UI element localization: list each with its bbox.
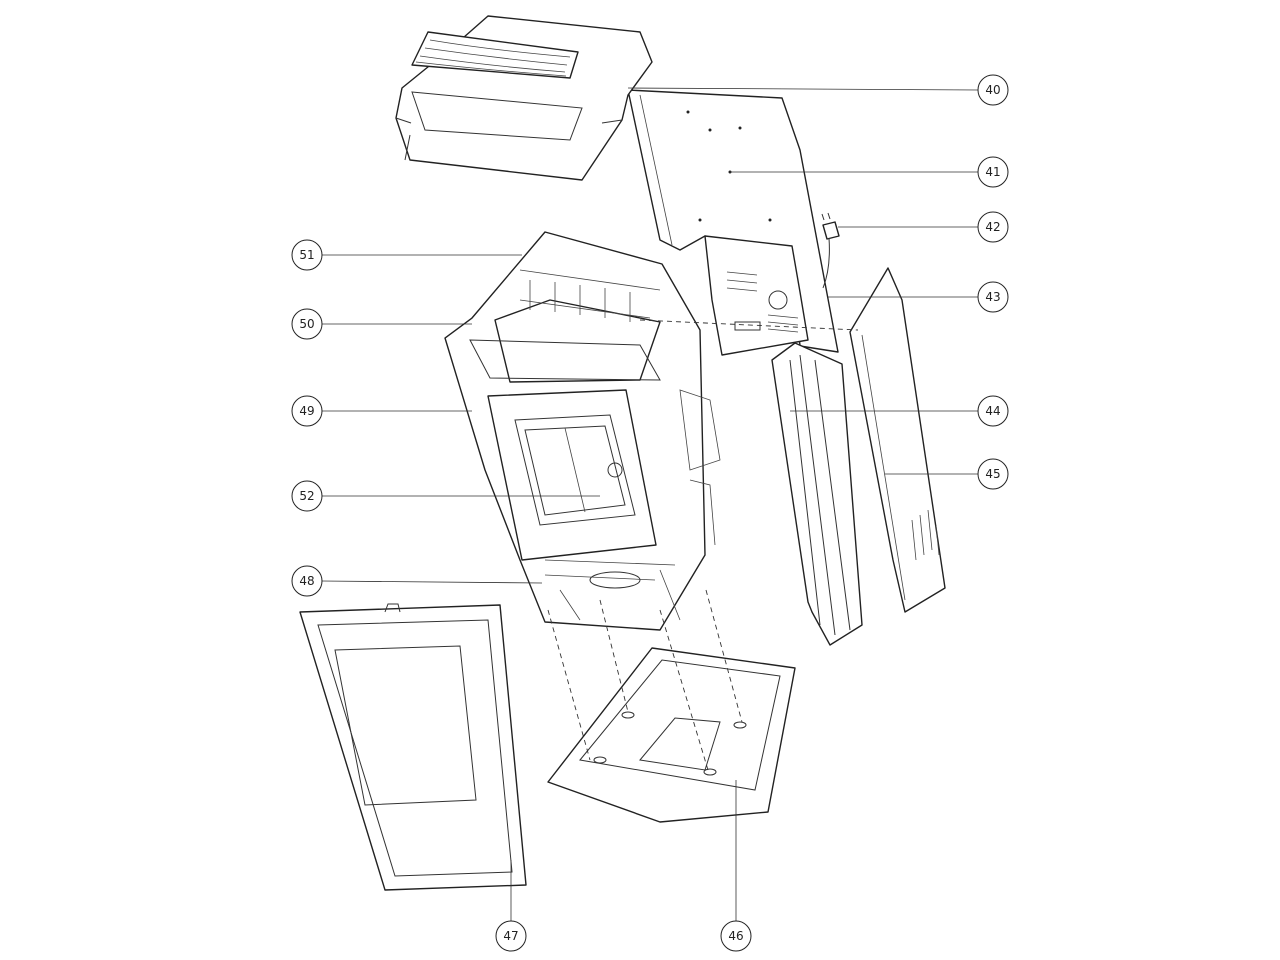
callout-45: 45 (977, 458, 1009, 490)
right-side-panel (849, 267, 946, 613)
svg-text:49: 49 (299, 404, 314, 418)
callout-41: 41 (977, 156, 1009, 188)
svg-text:47: 47 (503, 929, 518, 943)
svg-text:51: 51 (299, 248, 314, 262)
svg-text:43: 43 (985, 290, 1000, 304)
callout-49: 49 (291, 395, 323, 427)
front-door (299, 603, 527, 891)
base-plinth (547, 647, 796, 823)
top-cover (395, 15, 653, 181)
callout-43: 43 (977, 281, 1009, 313)
rear-housing (704, 235, 809, 356)
callout-52: 52 (291, 480, 323, 512)
leader-lines (321, 87, 979, 921)
svg-text:45: 45 (985, 467, 1000, 481)
svg-text:42: 42 (985, 220, 1000, 234)
svg-text:48: 48 (299, 574, 314, 588)
right-front-trim (771, 342, 863, 646)
alignment-lines (547, 319, 859, 771)
callout-42: 42 (977, 211, 1009, 243)
svg-text:40: 40 (985, 83, 1000, 97)
svg-text:44: 44 (985, 404, 1000, 418)
svg-text:46: 46 (728, 929, 743, 943)
callout-50: 50 (291, 308, 323, 340)
callout-51: 51 (291, 239, 323, 271)
svg-text:52: 52 (299, 489, 314, 503)
svg-text:50: 50 (299, 317, 314, 331)
back-panel (627, 89, 839, 353)
firebox-door-frame (487, 389, 657, 561)
callout-47: 47 (495, 920, 527, 952)
svg-text:41: 41 (985, 165, 1000, 179)
callout-40: 40 (977, 74, 1009, 106)
callout-48: 48 (291, 565, 323, 597)
power-cord-plug (821, 212, 840, 289)
callout-44: 44 (977, 395, 1009, 427)
callout-46: 46 (720, 920, 752, 952)
